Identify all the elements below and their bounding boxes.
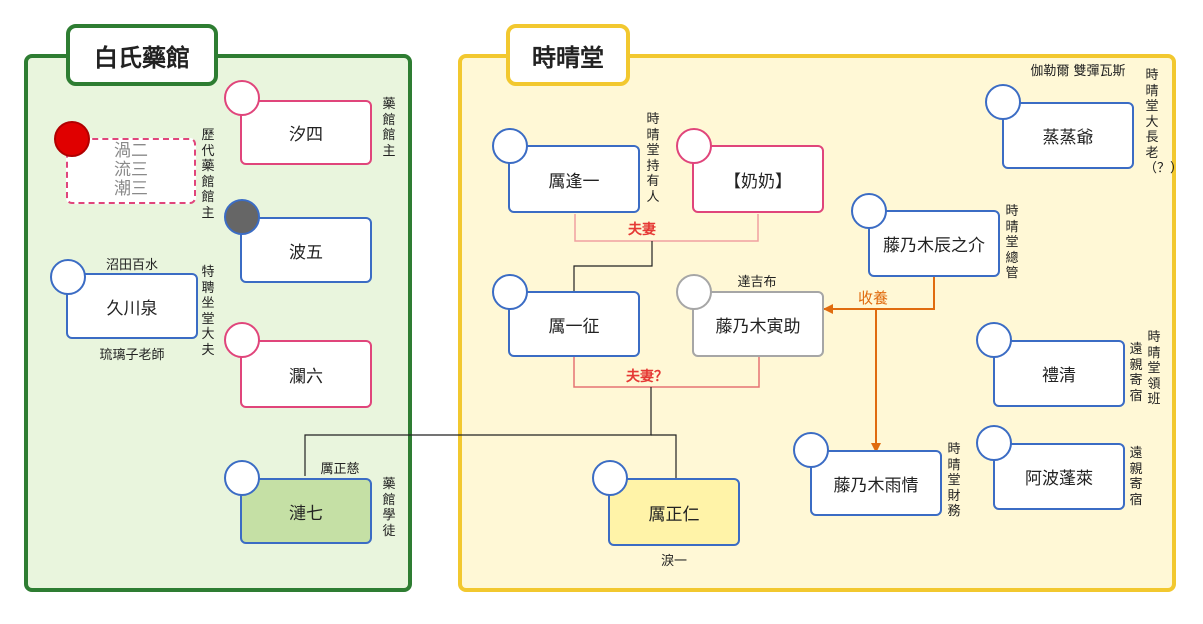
- role-yuqing: 時晴堂財務: [947, 442, 961, 519]
- role-abopenglai: 遠親寄宿: [1129, 446, 1143, 508]
- relation-couple-2: 夫妻？: [626, 369, 668, 385]
- role-lianqi: 藥館學徒: [382, 477, 396, 539]
- node-lidai[interactable]: [66, 138, 196, 204]
- node-yinzhu[interactable]: 藤乃木寅助: [692, 291, 824, 357]
- lianqi-top-label: 厲正慈: [320, 462, 360, 477]
- role-lidai: 歷代藥館館主: [201, 128, 215, 221]
- node-bowu-name: 波五: [289, 242, 323, 263]
- node-nainai[interactable]: 【奶奶】: [692, 145, 824, 213]
- node-bowu[interactable]: 波五: [240, 217, 372, 283]
- node-zhengye[interactable]: 蒸蒸爺: [1002, 102, 1134, 169]
- node-lanliu[interactable]: 瀾六: [240, 340, 372, 408]
- node-lianqi-name: 漣七: [289, 503, 323, 524]
- lidai-name-1: 渦二: [114, 141, 148, 161]
- node-abopenglai-name: 阿波蓬萊: [1025, 469, 1093, 489]
- avatar-liqing: [976, 322, 1012, 358]
- node-xisi[interactable]: 汐四: [240, 100, 372, 165]
- avatar-lanliu: [224, 322, 260, 358]
- node-yinzhu-name: 藤乃木寅助: [715, 316, 801, 337]
- node-lizhengren-name: 厲正仁: [648, 504, 700, 525]
- node-jiuchuan-name: 久川泉: [106, 298, 158, 319]
- jiuchuan-bottom-label: 琉璃子老師: [99, 348, 165, 363]
- avatar-jiuchuan: [50, 259, 86, 295]
- node-lizhengren[interactable]: 厲正仁: [608, 478, 740, 546]
- yinzhu-top-label: 達吉布: [737, 275, 777, 290]
- node-lifengyi[interactable]: 厲逢一: [508, 145, 640, 213]
- avatar-yuqing: [793, 432, 829, 468]
- jiuchuan-top-label: 沼田百水: [105, 258, 158, 273]
- node-liyizheng-name: 厲一征: [548, 316, 600, 337]
- role-chenzhijie: 時晴堂總管: [1005, 204, 1019, 281]
- avatar-xisi: [224, 80, 260, 116]
- avatar-lifengyi: [492, 128, 528, 164]
- avatar-abopenglai: [976, 425, 1012, 461]
- node-liqing-name: 禮清: [1042, 366, 1076, 386]
- avatar-lizhengren: [592, 460, 628, 496]
- shiqingtang-title: 時晴堂: [506, 24, 630, 86]
- adopt-line: [823, 277, 935, 314]
- role-jiuchuan: 特聘坐堂大夫: [201, 265, 215, 358]
- node-chenzhijie-name: 藤乃木辰之介: [883, 236, 985, 256]
- parent-line-1: [573, 241, 653, 291]
- node-xisi-name: 汐四: [289, 125, 323, 145]
- lidai-name-3: 潮三: [114, 179, 148, 199]
- avatar-zhengye: [985, 84, 1021, 120]
- role-zhengye: 時晴堂大長老（？）: [1144, 68, 1184, 176]
- node-jiuchuan[interactable]: 久川泉: [66, 273, 198, 339]
- node-yuqing-name: 藤乃木雨情: [833, 475, 919, 496]
- node-liyizheng[interactable]: 厲一征: [508, 291, 640, 357]
- avatar-yinzhu: [676, 274, 712, 310]
- node-abopenglai[interactable]: 阿波蓬萊: [993, 443, 1125, 510]
- lidai-name-2: 流三: [114, 160, 148, 180]
- role-liqing-1: 遠親寄宿: [1129, 342, 1143, 404]
- parent-line-2: [304, 387, 652, 476]
- node-yuqing[interactable]: 藤乃木雨情: [810, 450, 942, 516]
- node-liqing[interactable]: 禮清: [993, 340, 1125, 407]
- relation-adopt: 收養: [858, 289, 889, 307]
- avatar-liyizheng: [492, 274, 528, 310]
- relation-couple-1: 夫妻: [628, 222, 656, 238]
- node-lanliu-name: 瀾六: [289, 366, 323, 387]
- role-xisi: 藥館館主: [382, 97, 396, 159]
- node-lifengyi-name: 厲逢一: [548, 171, 600, 192]
- node-lianqi[interactable]: 漣七: [240, 478, 372, 544]
- node-lidai-names: 渦二 流三 潮三: [66, 142, 196, 199]
- lizhengren-bottom-label: 淚一: [660, 554, 687, 569]
- avatar-bowu: [224, 199, 260, 235]
- role-liqing-2: 時晴堂領班: [1147, 330, 1161, 407]
- avatar-lidai: [54, 121, 90, 157]
- couple-line-2: [573, 357, 760, 388]
- zhengye-top-label: 伽勒爾 雙彈瓦斯: [1030, 64, 1126, 79]
- avatar-chenzhijie: [851, 193, 887, 229]
- node-nainai-name: 【奶奶】: [724, 171, 792, 192]
- node-chenzhijie[interactable]: 藤乃木辰之介: [868, 210, 1000, 277]
- avatar-nainai: [676, 128, 712, 164]
- node-zhengye-name: 蒸蒸爺: [1042, 128, 1094, 148]
- role-lifengyi: 時晴堂持有人: [646, 112, 660, 205]
- avatar-lianqi: [224, 460, 260, 496]
- baishi-pharmacy-title: 白氏藥館: [66, 24, 218, 86]
- couple-line-1: [574, 214, 759, 242]
- parent-line-3: [651, 434, 677, 478]
